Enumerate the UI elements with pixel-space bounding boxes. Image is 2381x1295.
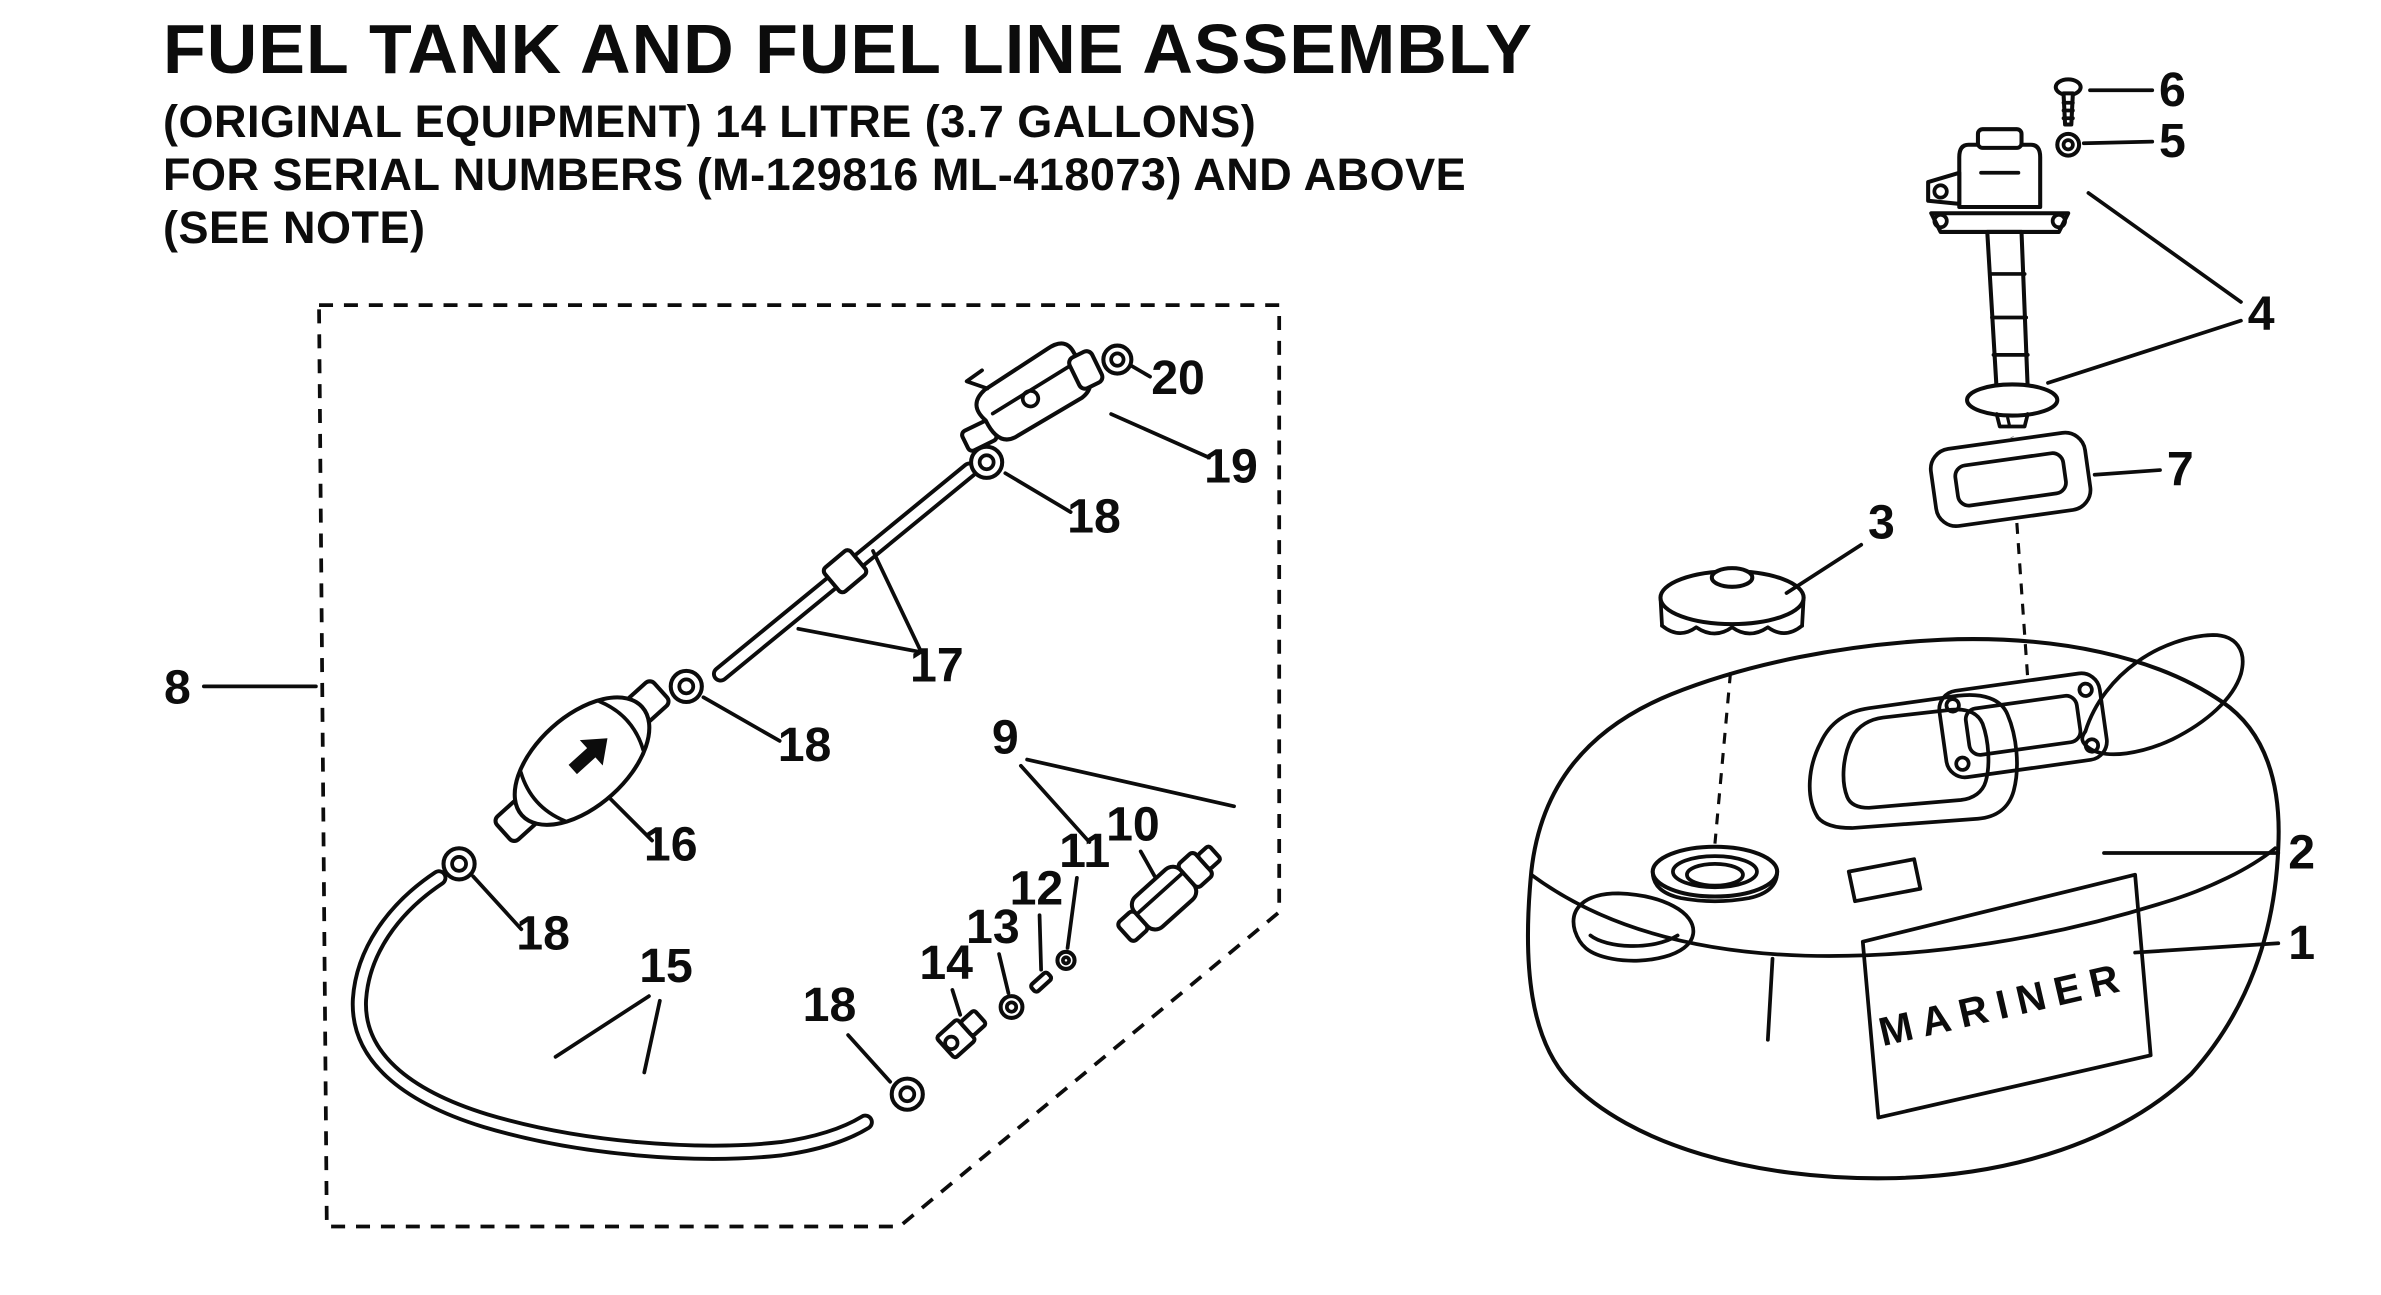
leader-line-3 xyxy=(1784,542,1864,595)
pickup-mount-pad xyxy=(1937,671,2109,780)
callout-11: 11 xyxy=(1059,824,1110,878)
callout-16: 16 xyxy=(644,818,698,872)
callout-7: 7 xyxy=(2167,443,2194,497)
fuel-connector-10 xyxy=(1116,844,1222,943)
leader-line-14 xyxy=(950,988,963,1017)
leader-line-1 xyxy=(2133,941,2281,955)
primer-bulb-16 xyxy=(493,679,671,843)
leader-line-16 xyxy=(608,796,654,843)
check-valve-13 xyxy=(998,994,1025,1020)
leader-line-15a xyxy=(553,994,651,1059)
callout-9: 9 xyxy=(992,710,1019,764)
tank-top-seam xyxy=(1529,846,2278,958)
leader-line-18d xyxy=(846,1033,893,1084)
callout-4: 4 xyxy=(2248,287,2275,341)
callout-10: 10 xyxy=(1106,798,1160,852)
fuel-hose-17 xyxy=(711,461,979,683)
leader-line-4b xyxy=(2046,318,2243,385)
leader-line-15b xyxy=(642,998,662,1075)
leader-line-4a xyxy=(2086,191,2243,304)
callout-14: 14 xyxy=(919,936,973,990)
title-block: FUEL TANK AND FUEL LINE ASSEMBLY (ORIGIN… xyxy=(163,14,1533,254)
callout-13: 13 xyxy=(966,900,1020,954)
leader-line-5 xyxy=(2081,139,2155,146)
cap-alignment-dash xyxy=(1713,672,1733,844)
flow-arrow-icon xyxy=(568,738,608,775)
leader-line-17a xyxy=(871,549,924,655)
hose-sleeve xyxy=(821,548,869,595)
fuel-line-connector-19 xyxy=(960,341,1105,453)
fuel-hose-15 xyxy=(350,869,874,1161)
callout-5: 5 xyxy=(2159,114,2186,168)
callout-3: 3 xyxy=(1868,496,1895,550)
screw-6 xyxy=(2053,77,2083,127)
gasket-alignment-dash xyxy=(2015,522,2030,679)
tank-front-crease xyxy=(1765,956,1775,1042)
callout-17: 17 xyxy=(910,639,964,693)
tank-body-outline xyxy=(1525,637,2281,1181)
pickup-tube xyxy=(1965,229,2060,429)
leader-line-17b xyxy=(796,626,924,655)
leader-line-18c xyxy=(471,874,524,932)
washer-5 xyxy=(2055,131,2082,158)
kit-boundary-dashed xyxy=(317,303,1282,1229)
callout-15: 15 xyxy=(639,939,693,993)
leader-line-19 xyxy=(1109,412,1212,460)
hose-fitting-18d xyxy=(889,1076,925,1112)
fuel-tank-1: MARINER xyxy=(1525,633,2281,1181)
leader-line-11 xyxy=(1065,875,1079,950)
leader-line-18b xyxy=(701,695,782,743)
callout-8: 8 xyxy=(164,661,191,715)
leader-line-9a xyxy=(1019,763,1092,844)
fuel-fitting-14 xyxy=(935,1009,988,1060)
callout-20: 20 xyxy=(1151,351,1205,405)
fuel-cap-3 xyxy=(1658,566,1806,636)
leader-line-7 xyxy=(2092,468,2162,477)
tank-grip-recess xyxy=(1571,891,1696,963)
hose-fitting-18a xyxy=(969,444,1005,480)
hose-fitting-18c xyxy=(441,846,477,882)
page-title: FUEL TANK AND FUEL LINE ASSEMBLY xyxy=(163,10,1533,88)
callout-18-d: 18 xyxy=(803,978,857,1032)
callout-2: 2 xyxy=(2288,826,2315,880)
subtitle-serial-range: FOR SERIAL NUMBERS (M-129816 ML-418073) … xyxy=(163,149,1467,201)
fuel-pickup-4 xyxy=(1926,127,2071,429)
hose-fitting-18b xyxy=(668,668,704,705)
tank-front-boss xyxy=(1846,857,1923,904)
pin-12 xyxy=(1029,970,1054,994)
callout-18-a: 18 xyxy=(1067,489,1121,543)
leader-line-13 xyxy=(997,952,1011,995)
gasket-7 xyxy=(1928,430,2093,529)
o-ring-20 xyxy=(1101,343,1134,376)
carry-handle xyxy=(1807,693,2019,830)
o-ring-11 xyxy=(1055,949,1077,971)
subtitle-equipment-capacity: (ORIGINAL EQUIPMENT) 14 LITRE (3.7 GALLO… xyxy=(163,96,1257,147)
leader-line-18a xyxy=(1003,471,1073,514)
subtitle-see-note: (SEE NOTE) xyxy=(163,202,426,254)
callout-1: 1 xyxy=(2288,916,2315,970)
callout-19: 19 xyxy=(1204,440,1258,494)
callout-18-b: 18 xyxy=(778,718,832,772)
filler-neck xyxy=(1650,844,1780,904)
leader-line-10 xyxy=(1138,849,1157,879)
leader-line-20 xyxy=(1129,363,1152,379)
splash-ridge xyxy=(2080,633,2245,756)
callout-12: 12 xyxy=(1010,861,1064,915)
callout-18-c: 18 xyxy=(516,906,570,960)
leader-line-9b xyxy=(1025,757,1236,809)
pickup-connector-head xyxy=(1926,127,2071,234)
leader-line-12 xyxy=(1037,913,1043,972)
callout-6: 6 xyxy=(2159,63,2186,117)
